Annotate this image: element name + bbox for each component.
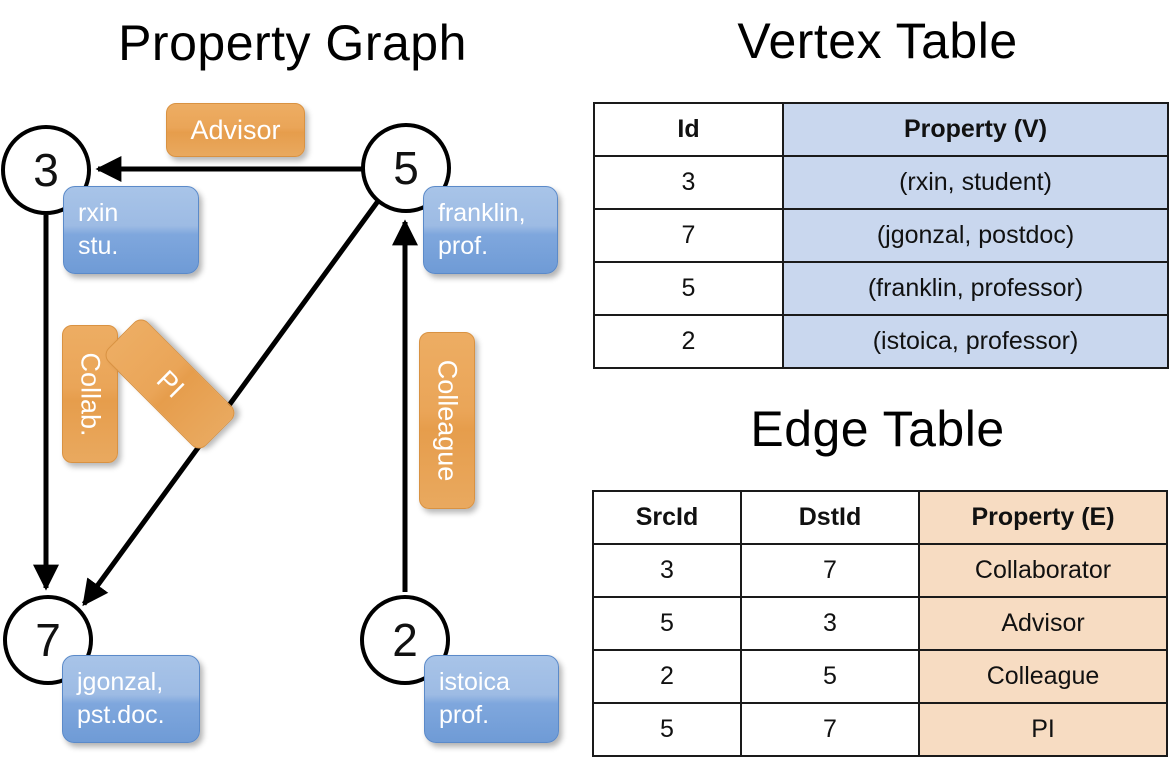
edge-table-cell-dstid: 3 <box>740 596 920 651</box>
edge-property-box-colleague: Colleague <box>419 332 475 509</box>
edge-table-cell-dstid: 7 <box>740 702 920 757</box>
edge-table-cell-property: Collaborator <box>918 543 1168 598</box>
vertex-table-cell-property: (jgonzal, postdoc) <box>782 208 1169 263</box>
table-row: 2 (istoica, professor) <box>593 314 1169 369</box>
vertex-property-box-2: istoica prof. <box>424 655 559 743</box>
table-row: 5 (franklin, professor) <box>593 261 1169 316</box>
table-header-row: SrcId DstId Property (E) <box>592 490 1168 545</box>
edge-table-cell-srcid: 2 <box>592 649 742 704</box>
vertex-table-cell-id: 7 <box>593 208 784 263</box>
vertex-table-cell-property: (istoica, professor) <box>782 314 1169 369</box>
page-title-edge-table: Edge Table <box>750 401 1005 457</box>
edge-property-box-advisor-label: Advisor <box>190 114 281 145</box>
edge-table-header-property: Property (E) <box>918 490 1168 545</box>
vertex-property-box-2-line1: istoica <box>439 668 510 696</box>
edge-table-cell-property: PI <box>918 702 1168 757</box>
table-row: 3 7 Collaborator <box>592 543 1168 598</box>
vertex-property-box-3-line2: stu. <box>78 231 119 260</box>
vertex-property-box-3: rxin stu. <box>63 186 199 274</box>
property-graph-diagram: 3 5 7 2 rxin stu. franklin, prof. jgonza… <box>1 103 559 743</box>
vertex-table-cell-property: (rxin, student) <box>782 155 1169 210</box>
edge-table: SrcId DstId Property (E) 3 7 Collaborato… <box>592 490 1168 757</box>
table-row: 5 7 PI <box>592 702 1168 757</box>
edge-table-cell-property: Advisor <box>918 596 1168 651</box>
vertex-table-cell-id: 5 <box>593 261 784 316</box>
edge-property-box-advisor: Advisor <box>166 103 305 157</box>
edge-table-cell-srcid: 3 <box>592 543 742 598</box>
vertex-table-header-property: Property (V) <box>782 102 1169 157</box>
vertex-property-box-5: franklin, prof. <box>423 186 558 274</box>
page-title-property-graph: Property Graph <box>118 15 467 71</box>
table-row: 3 (rxin, student) <box>593 155 1169 210</box>
graph-node-2[interactable] <box>360 595 450 685</box>
vertex-property-box-2-line2: prof. <box>439 700 490 729</box>
table-row: 5 3 Advisor <box>592 596 1168 651</box>
table-header-row: Id Property (V) <box>593 102 1169 157</box>
edge-5-to-7 <box>81 195 384 607</box>
edge-table-cell-dstid: 7 <box>740 543 920 598</box>
vertex-table-cell-property: (franklin, professor) <box>782 261 1169 316</box>
vertex-property-box-3-line1: rxin <box>78 199 119 227</box>
vertex-table-cell-id: 2 <box>593 314 784 369</box>
edge-table-cell-srcid: 5 <box>592 702 742 757</box>
edge-property-box-colleague-label: Colleague <box>432 359 463 482</box>
vertex-table-cell-id: 3 <box>593 155 784 210</box>
edge-property-box-pi-label: PI <box>150 364 190 404</box>
vertex-table: Id Property (V) 3 (rxin, student) 7 (jgo… <box>593 102 1169 369</box>
edge-property-box-collab-label: Collab. <box>75 351 106 437</box>
edge-table-cell-property: Colleague <box>918 649 1168 704</box>
table-row: 2 5 Colleague <box>592 649 1168 704</box>
edge-table-cell-dstid: 5 <box>740 649 920 704</box>
vertex-table-header-id: Id <box>593 102 784 157</box>
page-title-vertex-table: Vertex Table <box>737 13 1018 69</box>
vertex-property-box-5-line2: prof. <box>438 231 489 260</box>
vertex-property-box-7-line2: pst.doc. <box>77 700 165 729</box>
graph-edges-svg <box>33 156 418 607</box>
edge-table-header-dstid: DstId <box>740 490 920 545</box>
vertex-property-box-7: jgonzal, pst.doc. <box>62 655 200 743</box>
vertex-property-box-7-line1: jgonzal, <box>77 668 164 696</box>
vertex-property-box-5-line1: franklin, <box>438 199 526 227</box>
edge-table-header-srcid: SrcId <box>592 490 742 545</box>
table-row: 7 (jgonzal, postdoc) <box>593 208 1169 263</box>
edge-table-cell-srcid: 5 <box>592 596 742 651</box>
graph-node-5[interactable] <box>361 123 451 213</box>
